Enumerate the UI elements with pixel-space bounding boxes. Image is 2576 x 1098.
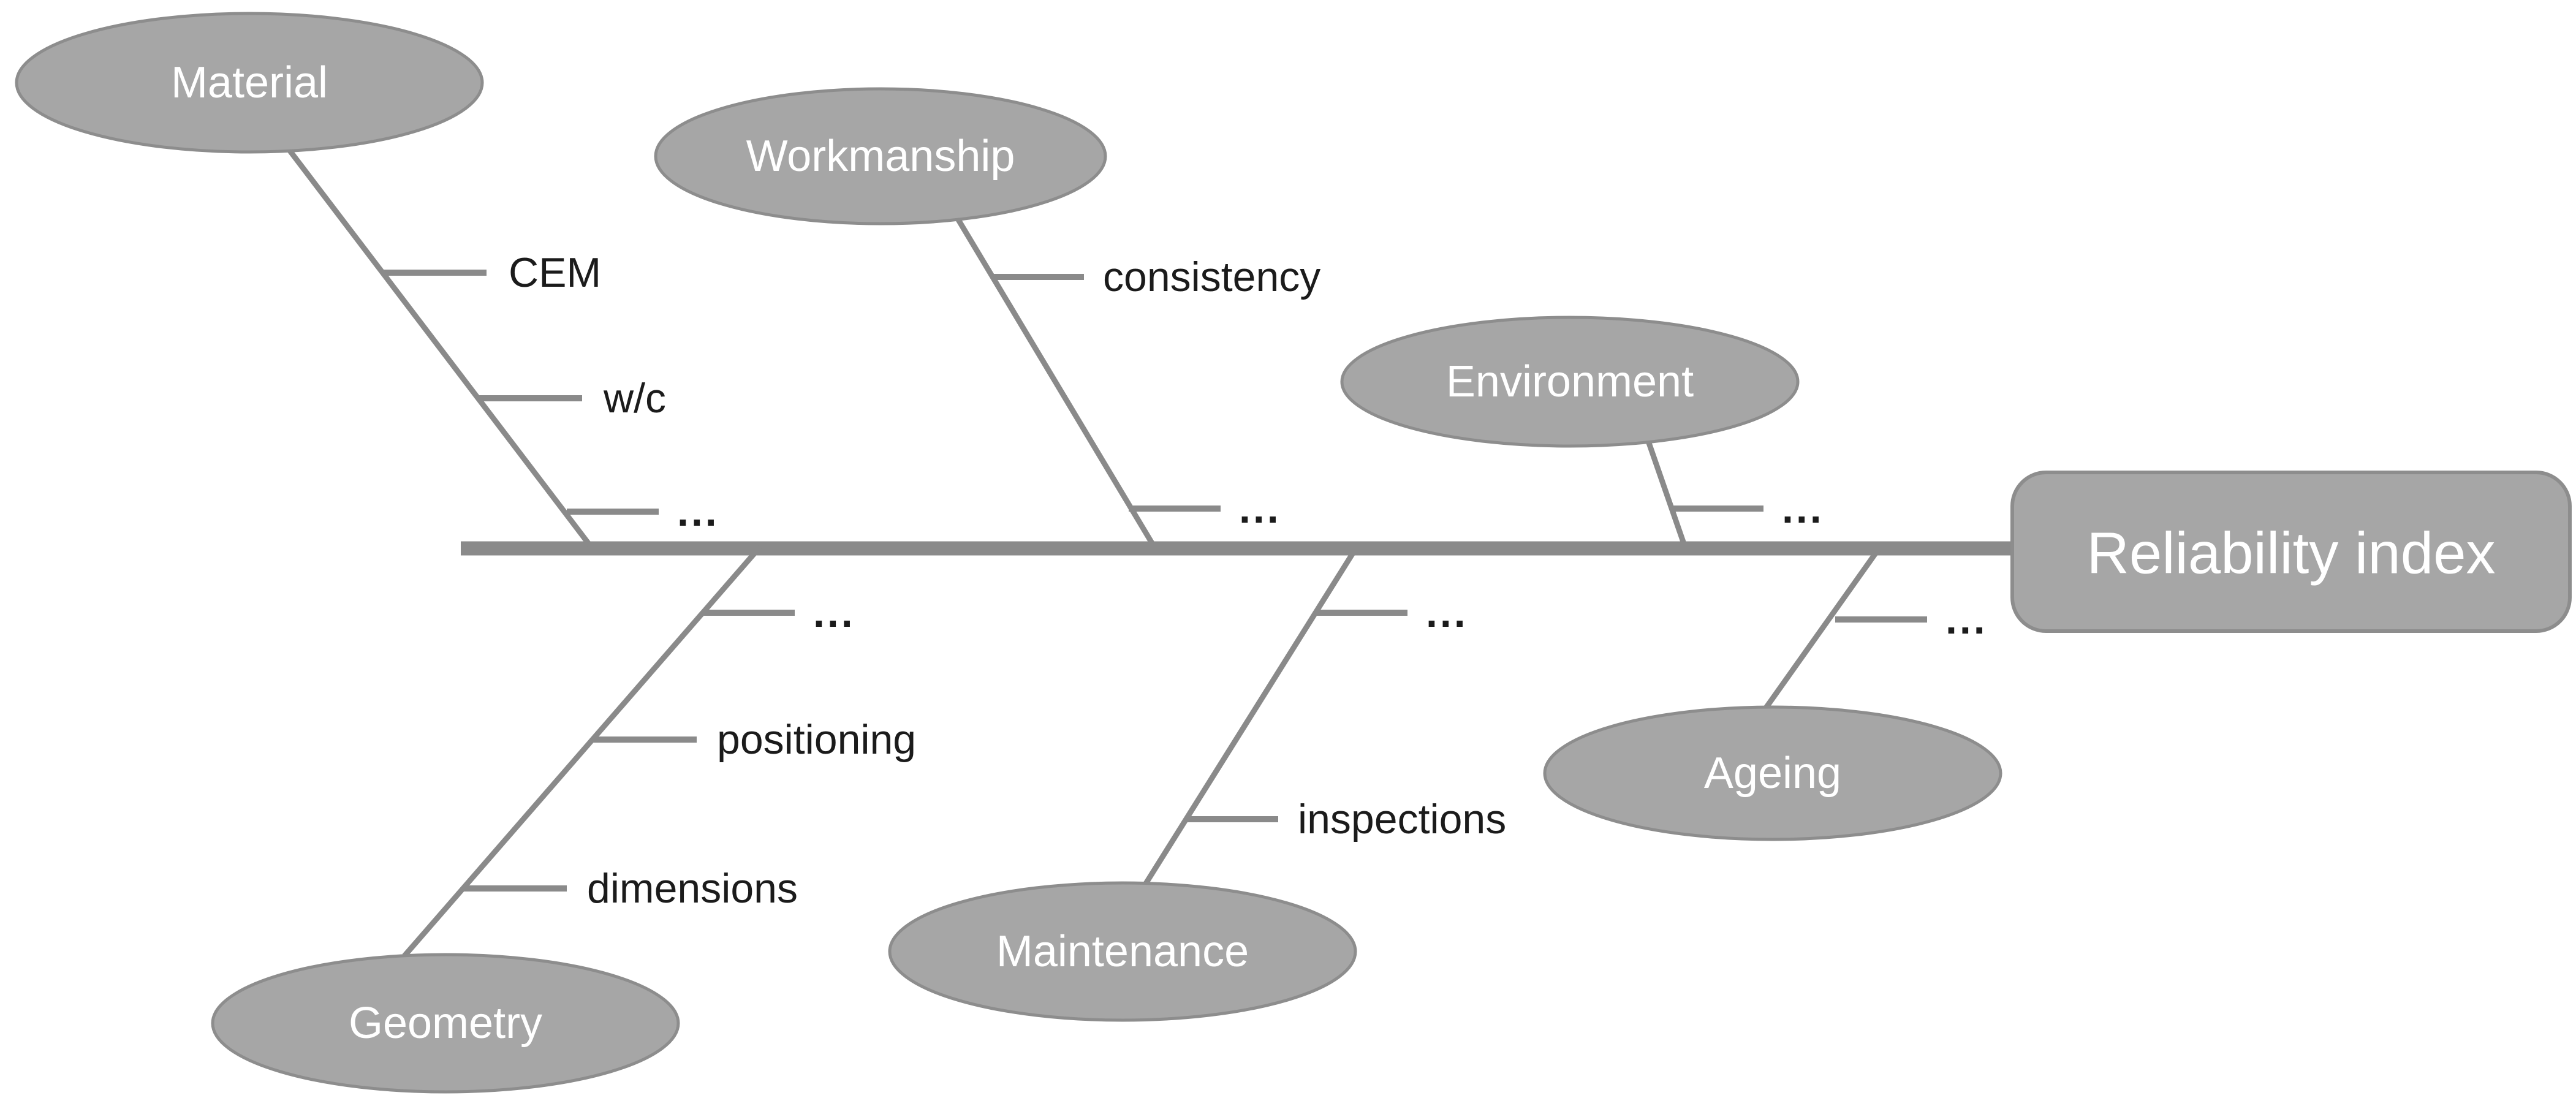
category-node-ageing: Ageing — [1543, 705, 2002, 841]
category-ellipse-maintenance — [888, 881, 1357, 1022]
cause-label-inspections: inspections — [1298, 796, 1506, 842]
branch-bone-material — [287, 149, 594, 549]
category-ellipse-material — [15, 12, 484, 154]
category-label-maintenance: Maintenance — [996, 927, 1249, 976]
category-node-geometry: Geometry — [211, 953, 680, 1094]
cause-label-dimensions: dimensions — [587, 865, 798, 912]
category-label-workmanship: Workmanship — [746, 132, 1015, 181]
category-ellipse-environment — [1340, 316, 1800, 448]
category-label-environment: Environment — [1446, 357, 1694, 406]
category-ellipse-workmanship — [654, 87, 1107, 225]
cause-label-wc: w/c — [603, 375, 666, 422]
effect-box — [2010, 471, 2572, 633]
cause-label-cem: CEM — [509, 249, 601, 296]
category-node-environment: Environment — [1340, 316, 1800, 448]
cause-label-maintenance-more: ... — [1426, 589, 1468, 636]
cause-label-positioning: positioning — [717, 716, 916, 763]
effect-node: Reliability index — [2010, 471, 2572, 633]
branch-bone-maintenance — [1142, 545, 1359, 887]
category-node-workmanship: Workmanship — [654, 87, 1107, 225]
cause-label-workmanship-more: ... — [1239, 485, 1281, 532]
category-node-maintenance: Maintenance — [888, 881, 1357, 1022]
cause-label-ageing-more: ... — [1945, 596, 1988, 643]
category-ellipse-geometry — [211, 953, 680, 1094]
branch-bone-ageing — [1762, 545, 1882, 711]
category-label-geometry: Geometry — [349, 999, 542, 1048]
category-node-material: Material — [15, 12, 484, 154]
category-ellipse-ageing — [1543, 705, 2002, 841]
branch-bone-workmanship — [955, 217, 1157, 549]
effect-label: Reliability index — [2087, 521, 2496, 586]
branch-bone-environment — [1645, 440, 1688, 548]
cause-label-material-more: ... — [677, 488, 719, 535]
cause-label-environment-more: ... — [1782, 485, 1824, 532]
category-label-material: Material — [171, 58, 328, 107]
category-label-ageing: Ageing — [1704, 749, 1841, 798]
cause-label-consistency: consistency — [1103, 254, 1320, 300]
cause-label-geometry-more: ... — [813, 589, 855, 636]
